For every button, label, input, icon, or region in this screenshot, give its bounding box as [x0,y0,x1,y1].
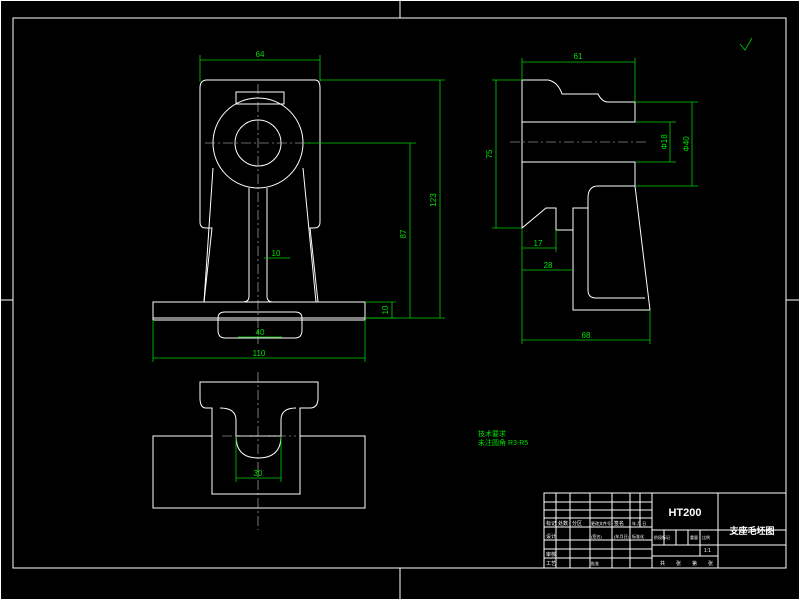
dim-28: 28 [544,261,553,270]
dim-10-web: 10 [272,249,281,258]
dim-75: 75 [485,149,494,158]
front-view [152,79,366,344]
scale-value: 1:1 [704,548,711,554]
svg-text:张: 张 [708,560,713,567]
svg-text:审核: 审核 [546,551,556,558]
dim-17: 17 [534,239,543,248]
svg-text:第: 第 [692,560,697,567]
dim-30: 30 [254,469,263,478]
svg-text:(年月日): (年月日) [614,533,629,539]
svg-text:标准化: 标准化 [632,533,644,539]
svg-text:处数: 处数 [558,520,568,527]
svg-text:比例: 比例 [702,534,710,540]
svg-text:重量: 重量 [690,534,698,540]
svg-text:(签名): (签名) [591,533,602,539]
svg-text:工艺: 工艺 [546,561,556,567]
side-dimensions: 61 75 Φ18 Φ40 17 28 68 [485,52,698,344]
dim-61: 61 [574,52,583,61]
dim-phi18: Φ18 [660,134,669,150]
material-label: HT200 [668,507,701,519]
notes-body: 未注圆角 R3-R5 [478,438,528,447]
dim-110: 110 [253,349,266,358]
svg-text:分区: 分区 [572,520,582,527]
dim-40: 40 [256,328,265,337]
dim-64: 64 [256,50,265,59]
notes-title: 技术要求 [478,429,506,438]
dim-123: 123 [429,193,438,207]
svg-text:批准: 批准 [591,560,599,566]
svg-text:更改文件号: 更改文件号 [591,520,611,526]
front-dimensions: 64 10 110 40 10 87 123 [152,50,445,362]
title-block: HT200 支座毛坯图 标记 设计 审核 工艺 处数 分区 更改文件号 签名 年… [543,492,787,569]
drawing-name: 支座毛坯图 [728,525,774,536]
svg-text:设计: 设计 [546,533,556,540]
svg-text:年.月.日: 年.月.日 [632,520,646,526]
dim-68: 68 [582,331,591,340]
top-view: 30 [152,372,366,530]
svg-text:标记: 标记 [546,520,556,527]
dim-10-base: 10 [381,305,390,314]
svg-text:签名: 签名 [614,520,624,527]
svg-text:张: 张 [676,560,681,567]
dim-phi40: Φ40 [682,136,691,152]
svg-text:共: 共 [660,560,665,567]
side-view [510,79,651,311]
technical-notes: 技术要求 未注圆角 R3-R5 [478,429,528,447]
svg-text:阶段标记: 阶段标记 [654,534,670,540]
dim-87: 87 [399,229,408,238]
